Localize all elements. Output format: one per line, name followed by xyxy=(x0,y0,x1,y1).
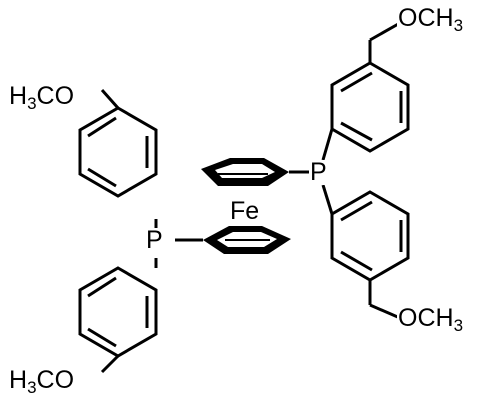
cyclopentadienyl-ring-bottom xyxy=(203,226,291,254)
bond-p-aryl-top-right xyxy=(321,128,334,161)
methoxy-label-bottom-right: OCH3 xyxy=(397,304,465,335)
bond-p-aryl-bottom-right xyxy=(321,184,334,215)
atom-label-fe: Fe xyxy=(229,197,261,225)
methoxy-label-top-left: H3CO xyxy=(8,82,76,113)
aryl-ring-top-right xyxy=(330,21,410,153)
methoxy-label-top-right: OCH3 xyxy=(397,4,465,35)
atom-label-p-bottom: P xyxy=(145,226,164,254)
atom-label-p-top: P xyxy=(309,158,328,186)
aryl-ring-bottom-left xyxy=(78,266,158,374)
methoxy-label-bottom-left: H3CO xyxy=(8,366,76,397)
aryl-ring-bottom-right xyxy=(330,190,410,320)
cyclopentadienyl-ring-top xyxy=(201,158,289,186)
aryl-ring-top-left xyxy=(78,89,158,198)
